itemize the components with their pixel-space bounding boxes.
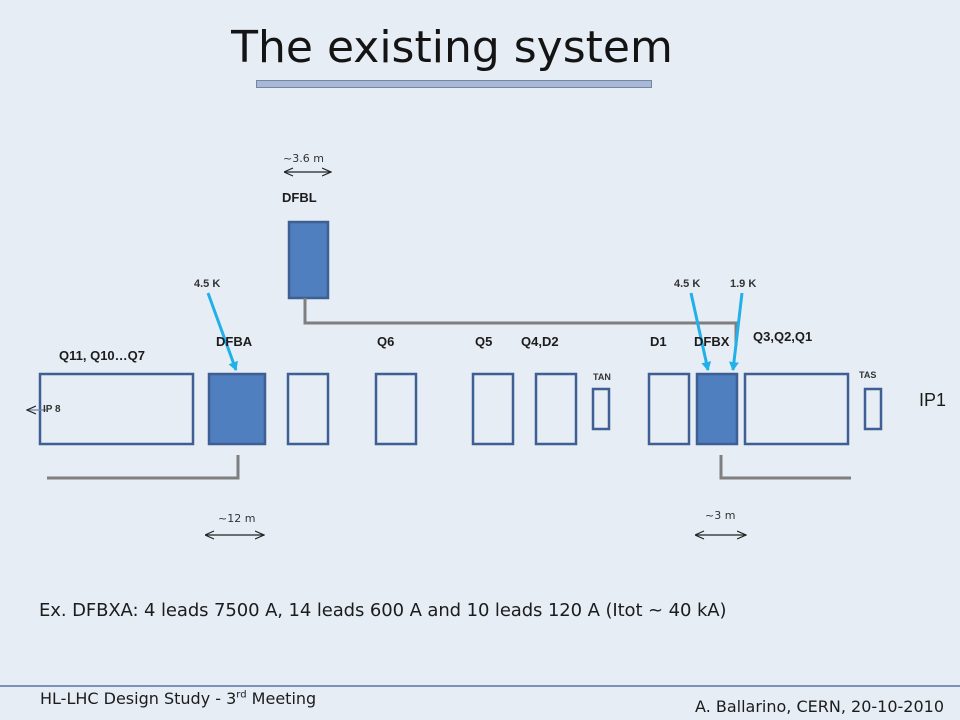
dfbx-temp-label-2: 1.9 K — [730, 278, 757, 290]
arrow-dfbx-1-9k — [728, 292, 744, 371]
magnet-q6-box — [374, 372, 418, 446]
arrow-dfbx-4-5k — [689, 292, 712, 371]
ip1-label: IP1 — [919, 390, 947, 410]
dfbl-box — [287, 220, 330, 300]
magnet-q4d2-box — [534, 372, 578, 446]
q5-label: Q5 — [475, 334, 493, 349]
dfbx-temp-label-1: 4.5 K — [674, 278, 701, 290]
magnet-d1-box — [647, 372, 691, 446]
magnet-q3q2q1-box — [743, 372, 850, 446]
dfbx-length-label: ~3 m — [705, 509, 736, 522]
tas-label: TAS — [859, 370, 877, 380]
q6-label: Q6 — [377, 334, 395, 349]
footer-divider — [0, 685, 960, 687]
dfbx-label: DFBX — [694, 334, 730, 349]
dfba-length-label: ~12 m — [218, 512, 256, 525]
magnet-q5-box — [471, 372, 515, 446]
q4d2-label: Q4,D2 — [521, 334, 559, 349]
dfba-temp-label: 4.5 K — [194, 278, 221, 290]
dfbxa-leads-note: Ex. DFBXA: 4 leads 7500 A, 14 leads 600 … — [39, 600, 727, 621]
dfbx-link-line — [719, 455, 851, 480]
q11-q7-label: Q11, Q10…Q7 — [59, 348, 145, 363]
page-title: The existing system — [231, 22, 673, 73]
dfbl-label: DFBL — [282, 190, 317, 205]
tan-box — [591, 387, 611, 431]
footer-meeting: HL-LHC Design Study - 3rd Meeting — [40, 689, 317, 708]
q3q2q1-label: Q3,Q2,Q1 — [753, 329, 813, 344]
ip8-label: IP 8 — [43, 404, 61, 415]
dfba-link-line — [47, 455, 240, 480]
footer-author: A. Ballarino, CERN, 20-10-2010 — [695, 697, 944, 716]
arrow-dfba-4-5k — [206, 292, 238, 371]
tan-label: TAN — [593, 372, 611, 382]
title-underline — [256, 80, 652, 88]
tas-box — [863, 387, 883, 431]
dfba-label: DFBA — [216, 334, 253, 349]
dfbx-box — [695, 372, 739, 446]
magnet-q11-q7-box — [38, 372, 195, 446]
magnet-q6a-box — [286, 372, 330, 446]
dfbl-length-label: ~3.6 m — [283, 152, 324, 165]
d1-label: D1 — [650, 334, 667, 349]
dfba-box — [207, 372, 267, 446]
